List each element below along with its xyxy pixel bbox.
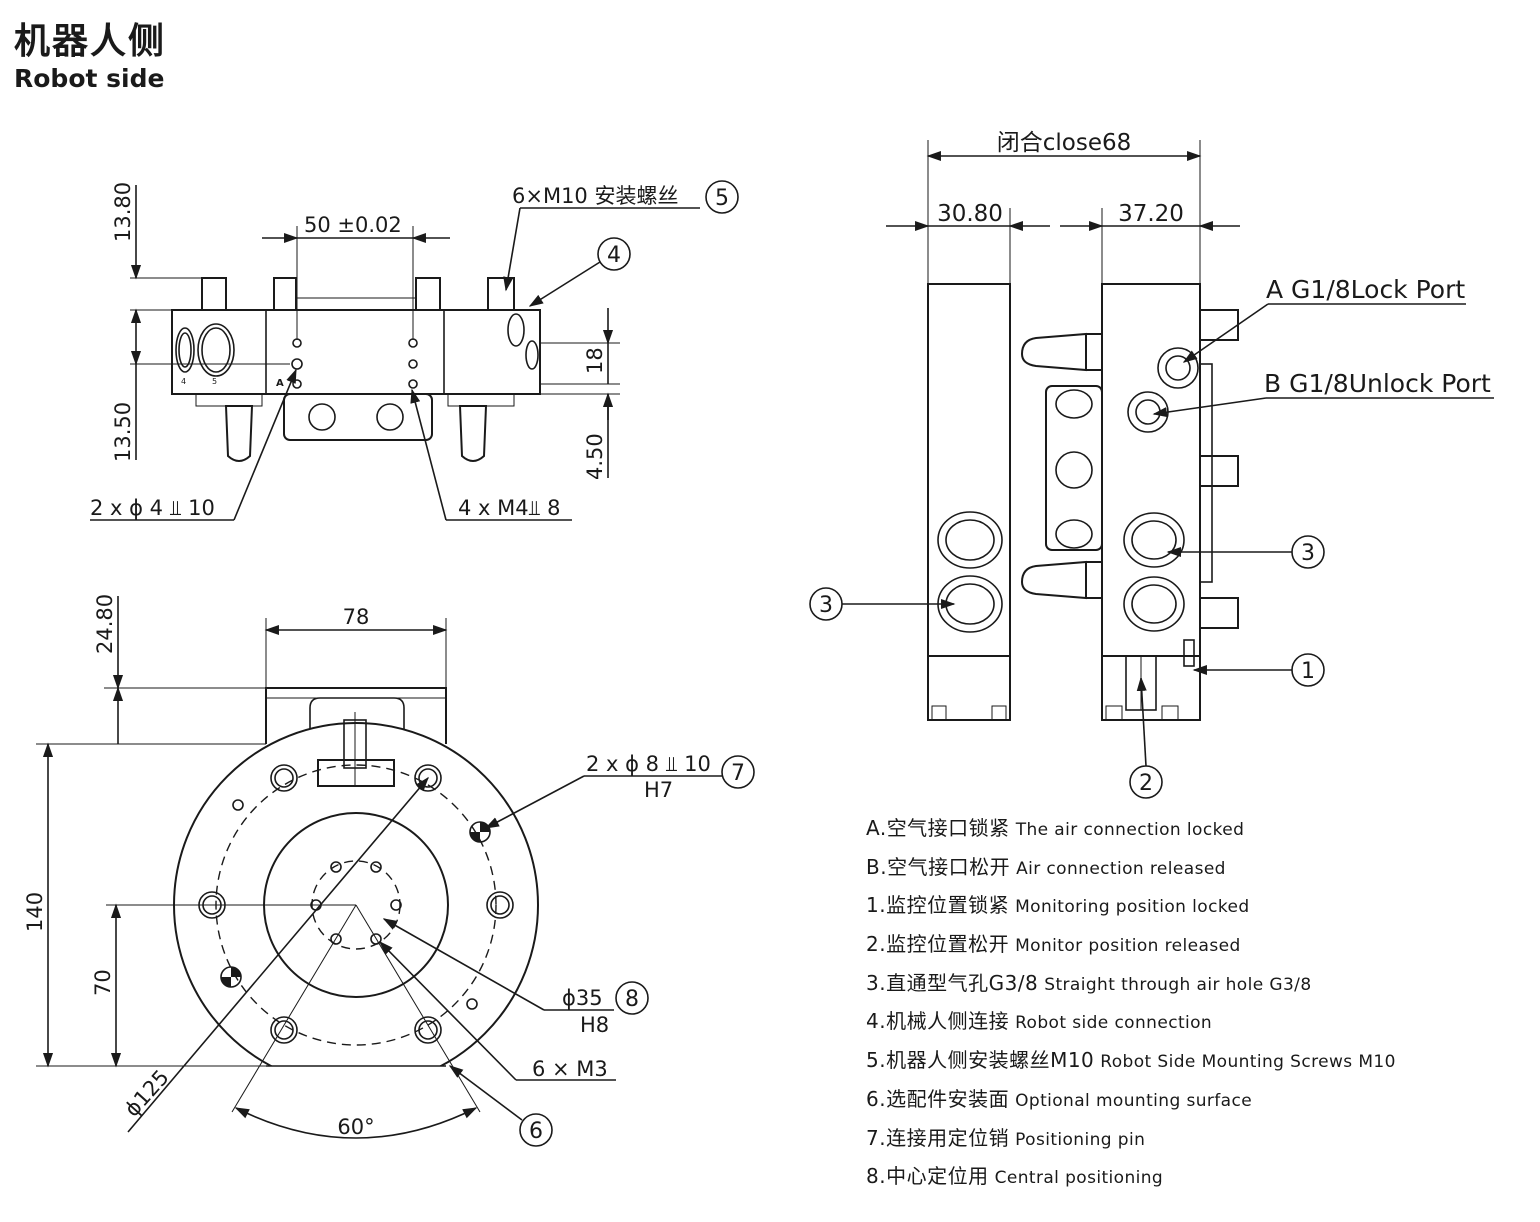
pin-spec: 2 x ϕ 8 ⫫ 10	[586, 752, 711, 776]
top-view: 4 5 A 13.80 13.50	[90, 180, 739, 521]
page-title-en: Robot side	[14, 64, 165, 93]
bottom-cone-left	[224, 405, 254, 462]
legend-en: Robot Side Mounting Screws M10	[1100, 1052, 1396, 1073]
dim-close-68: 闭合close68	[997, 130, 1132, 156]
callout-8-circle	[615, 981, 649, 1015]
svg-text:4: 4	[181, 377, 186, 386]
dim-center-height: 70	[91, 969, 115, 996]
callout-5-circle	[705, 180, 739, 214]
bottom-plate	[283, 393, 433, 441]
legend-en: Straight through air hole G3/8	[1044, 974, 1312, 995]
legend-cn: 3.直通型气孔G3/8	[866, 970, 1039, 995]
callout-4-num: 4	[607, 243, 621, 268]
legend-en: Central positioning	[994, 1168, 1164, 1189]
legend-cn: 2.监控位置松开	[866, 932, 1010, 957]
callout-3-right-num: 3	[1301, 541, 1315, 566]
legend-cn: 5.机器人侧安装螺丝M10	[866, 1048, 1095, 1073]
dim-width-78: 78	[343, 605, 370, 629]
legend-en: Optional mounting surface	[1015, 1090, 1253, 1111]
legend-cn: 8.中心定位用	[866, 1164, 989, 1189]
page-title-cn: 机器人侧	[14, 21, 167, 62]
callout-7-circle	[721, 755, 755, 789]
legend-cn: B.空气接口松开	[866, 854, 1011, 879]
top-pin-left	[201, 277, 227, 311]
dim-total-height: 140	[23, 892, 47, 932]
callout-4-circle	[597, 237, 631, 271]
top-view-body	[171, 309, 541, 395]
legend-en: Air connection released	[1016, 858, 1226, 879]
legend-cn: 4.机械人侧连接	[866, 1009, 1010, 1034]
bottom-cone-right	[458, 405, 488, 462]
callout-7-num: 7	[731, 761, 745, 786]
dim-right-3720: 37.20	[1118, 201, 1184, 227]
side-left-block	[927, 283, 1011, 657]
callout-5-num: 5	[715, 186, 729, 211]
dim-right-450: 4.50	[583, 433, 607, 480]
port-a	[1157, 347, 1199, 389]
center-fit: H8	[580, 1013, 609, 1037]
hole-spec-left: 2 x ϕ 4 ⫫ 10	[90, 496, 215, 520]
side-view: 闭合close68 30.80 37.20 A G1/8Lock Port B …	[809, 130, 1494, 799]
dim-bottom-height: 13.50	[111, 402, 135, 462]
connector-base	[317, 759, 395, 787]
legend-en: Monitoring position locked	[1015, 897, 1250, 918]
legend-en: The air connection locked	[1015, 820, 1245, 840]
top-pin-mid-left	[273, 277, 297, 311]
legend-cn: 7.连接用定位销	[866, 1125, 1010, 1150]
callout-1-num: 1	[1301, 659, 1315, 684]
thread-spec: 6 × M3	[532, 1057, 608, 1081]
callout-3-right-circle	[1291, 535, 1325, 569]
dim-left-3080: 30.80	[937, 201, 1003, 227]
hole-spec-right: 4 x M4⫫ 8	[458, 496, 560, 520]
dim-right-18: 18	[583, 347, 607, 374]
port-b-label: B G1/8Unlock Port	[1264, 369, 1491, 398]
callout-3-left-num: 3	[819, 593, 833, 618]
callout-2-num: 2	[1139, 771, 1153, 796]
callout-6-circle	[519, 1113, 553, 1147]
legend-en: Positioning pin	[1015, 1129, 1146, 1150]
side-right-block	[1101, 283, 1201, 657]
dim-pin-spacing: 50 ±0.02	[304, 213, 402, 237]
callout-screws: 6×M10 安装螺丝	[512, 184, 678, 208]
side-left-base	[927, 655, 1011, 721]
callout-1-circle	[1291, 653, 1325, 687]
dim-diameter-125: ϕ125	[120, 1065, 174, 1121]
callout-6-num: 6	[529, 1119, 543, 1144]
legend-cn: A.空气接口锁紧	[866, 816, 1010, 840]
center-spec: ϕ35	[562, 986, 603, 1010]
callout-8-num: 8	[625, 987, 639, 1012]
small-label-a: A	[276, 378, 284, 389]
svg-text:5: 5	[212, 377, 217, 386]
pin-fit: H7	[644, 778, 673, 802]
dim-height-top: 24.80	[93, 594, 117, 654]
top-pin-right	[487, 277, 515, 311]
legend-en: Robot side connection	[1015, 1013, 1213, 1034]
top-pin-mid-right	[415, 277, 441, 311]
dim-top-height: 13.80	[111, 182, 135, 242]
dim-angle-60: 60°	[337, 1115, 374, 1139]
legend-en: Monitor position released	[1015, 936, 1241, 957]
front-view: 78 24.80 140 70 ϕ125 60° 2 x ϕ 8 ⫫ 10 H7…	[23, 594, 755, 1147]
legend-cn: 1.监控位置锁紧	[866, 893, 1010, 918]
callout-3-left-circle	[809, 587, 843, 621]
legend-cn: 6.选配件安装面	[866, 1086, 1010, 1111]
callout-2-circle	[1129, 765, 1163, 799]
port-a-label: A G1/8Lock Port	[1266, 275, 1465, 304]
